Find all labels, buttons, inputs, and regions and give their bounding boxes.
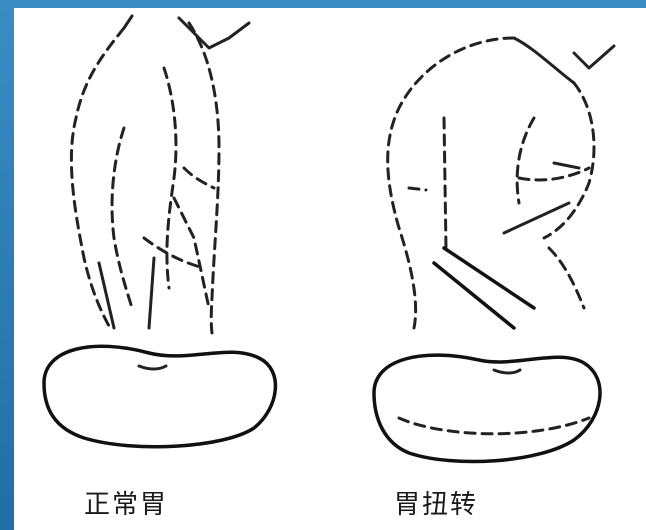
figure-canvas: 正常胃 胃扭转: [14, 8, 646, 530]
volvulus-stomach-figure: [374, 38, 614, 462]
normal-stomach-figure: [44, 16, 275, 447]
caption-normal-stomach: 正常胃: [84, 484, 168, 521]
caption-gastric-volvulus: 胃扭转: [394, 484, 478, 521]
stomach-comparison-drawing: [14, 8, 646, 530]
